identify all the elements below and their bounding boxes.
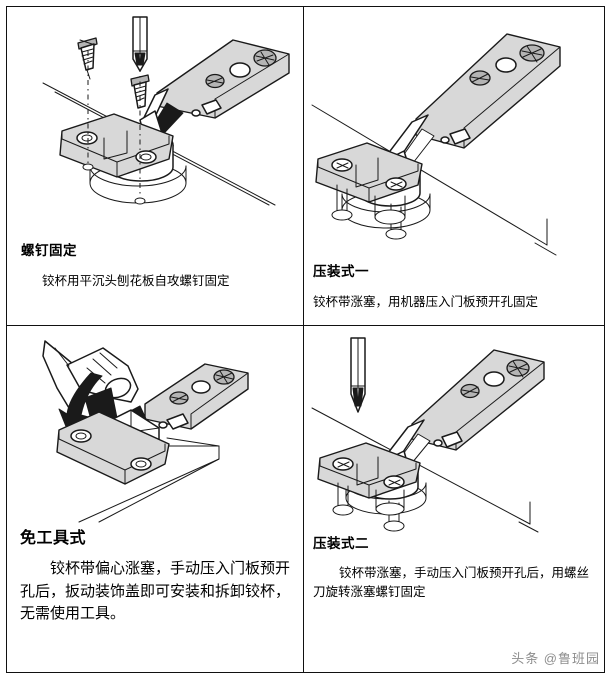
screwdriver <box>350 337 366 413</box>
panel-press-fit-one: 压装式一 铰杯带涨塞，用机器压入门板预开孔固定 <box>304 7 604 326</box>
illustration-hinge-with-expansion-dowels-machine-press <box>304 7 604 260</box>
panel-press-fit-two: 压装式二 铰杯带涨塞，手动压入门板预开孔后，用螺丝刀旋转涨塞螺钉固定 <box>304 326 604 672</box>
illustration-hinge-with-screws-and-screwdriver <box>7 7 303 239</box>
panel-body: 铰杯带涨塞，手动压入门板预开孔后，用螺丝刀旋转涨塞螺钉固定 <box>313 566 590 600</box>
panel-caption: 螺钉固定 铰杯用平沉头刨花板自攻螺钉固定 <box>21 239 303 290</box>
panel-caption: 压装式二 铰杯带涨塞，手动压入门板预开孔后，用螺丝刀旋转涨塞螺钉固定 <box>313 532 592 603</box>
watermark: 头条 @鲁班园 <box>511 651 600 666</box>
panel-body: 铰杯带偏心涨塞，手动压入门板预开孔后，扳动装饰盖即可安装和拆卸铰杯，无需使用工具… <box>20 560 291 622</box>
illustration-hand-flipping-hinge-cover-with-arrow <box>7 326 303 526</box>
panel-title: 压装式一 <box>313 264 369 279</box>
panel-title: 螺钉固定 <box>21 243 77 258</box>
mounting-plate <box>317 442 421 499</box>
hinge-arm <box>144 363 249 430</box>
mounting-plate <box>59 113 174 178</box>
panel-body: 铰杯带涨塞，用机器压入门板预开孔固定 <box>313 295 539 309</box>
screw-left <box>77 37 98 80</box>
screw-center <box>130 74 150 109</box>
mounting-plate <box>315 142 423 203</box>
expansion-dowel-left <box>332 482 354 516</box>
hinge-arm <box>415 33 561 149</box>
hinge-arm <box>156 39 290 119</box>
illustration-hinge-with-expansion-dowels-and-screwdriver <box>304 326 604 536</box>
hinge-arm <box>411 349 545 451</box>
panel-grid: 螺钉固定 铰杯用平沉头刨花板自攻螺钉固定 <box>6 6 605 673</box>
expansion-dowel-left <box>331 184 353 221</box>
panel-title: 压装式二 <box>313 536 369 551</box>
panel-body: 铰杯用平沉头刨花板自攻螺钉固定 <box>42 274 230 288</box>
mounting-plate <box>56 411 170 485</box>
panel-screw-fixing: 螺钉固定 铰杯用平沉头刨花板自攻螺钉固定 <box>7 7 304 326</box>
panel-tool-free: 免工具式 铰杯带偏心涨塞，手动压入门板预开孔后，扳动装饰盖即可安装和拆卸铰杯，无… <box>7 326 304 672</box>
panel-title: 免工具式 <box>20 530 87 547</box>
panel-caption: 免工具式 铰杯带偏心涨塞，手动压入门板预开孔后，扳动装饰盖即可安装和拆卸铰杯，无… <box>20 524 293 626</box>
screwdriver <box>132 16 148 72</box>
panel-caption: 压装式一 铰杯带涨塞，用机器压入门板预开孔固定 <box>313 260 604 311</box>
